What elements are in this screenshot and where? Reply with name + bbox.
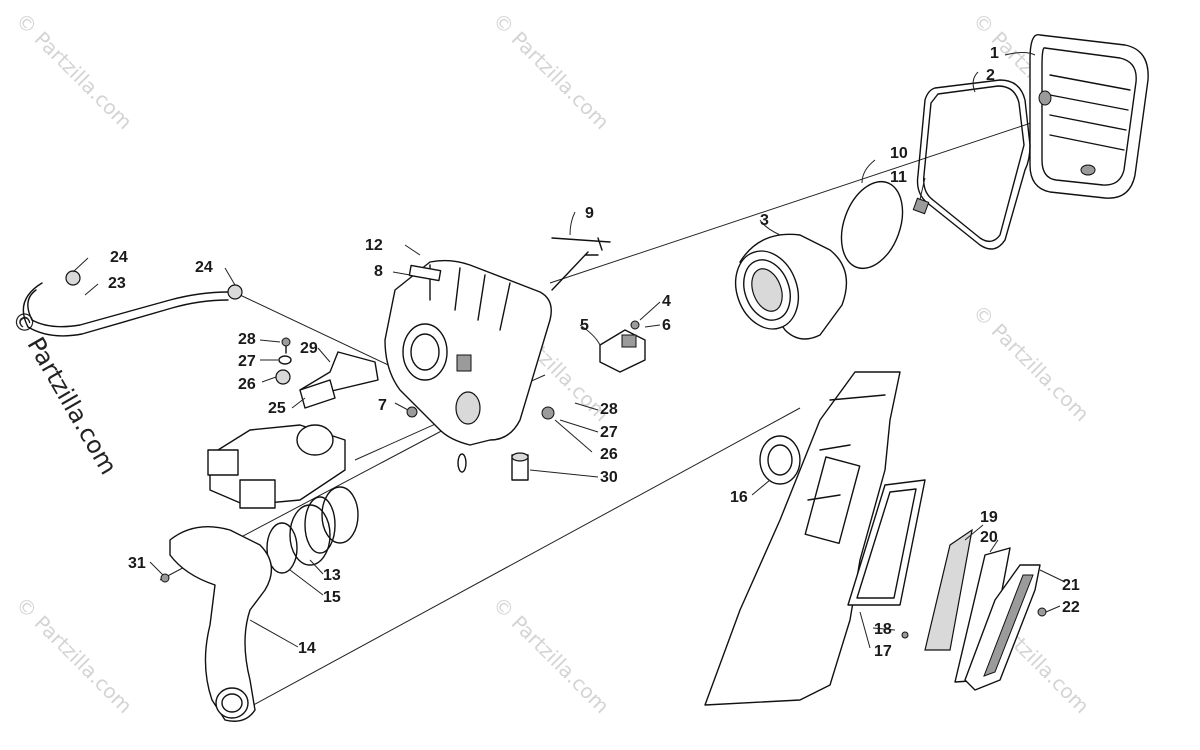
callout-label: 10	[890, 145, 908, 162]
nut-part	[160, 573, 170, 583]
lid-seal-part	[916, 79, 1031, 250]
callout-label: 12	[365, 237, 383, 254]
callout-label: 22	[1062, 599, 1080, 616]
callout-label: 13	[323, 567, 341, 584]
leader-lines	[72, 52, 1066, 649]
callout-label: 28	[600, 401, 618, 418]
callout-label: 20	[980, 529, 998, 546]
intake-boot-part	[207, 424, 346, 509]
callout-label: 26	[238, 376, 256, 393]
callout-label: 28	[238, 331, 256, 348]
callout-label: 26	[600, 446, 618, 463]
airbox-lid-part	[1029, 34, 1149, 199]
nut-part	[406, 406, 418, 418]
callout-label: 14	[298, 640, 316, 657]
callout-label: 3	[760, 212, 769, 229]
callout-label: 4	[662, 293, 671, 310]
sensor-part	[599, 320, 646, 373]
duct-seal-part	[759, 435, 801, 485]
hold-down-rod-part	[551, 237, 611, 291]
airbox-housing-part	[384, 259, 552, 446]
breather-hose-part	[27, 289, 229, 328]
callout-labels: 1 2 3 4 5 6 7 8 9 10 11 12 13 14 15 16 1…	[108, 45, 1080, 660]
callout-label: 24	[195, 259, 213, 276]
clamp-part	[266, 486, 359, 574]
callout-label: 8	[374, 263, 383, 280]
filter-frame-part	[847, 479, 926, 606]
callout-label: 17	[874, 643, 892, 660]
intake-elbow-part	[169, 525, 273, 722]
nut-part	[541, 406, 555, 420]
filter-disk-part	[840, 180, 904, 270]
callout-label: 31	[128, 555, 146, 572]
filter-clip-part	[912, 197, 930, 215]
callout-label: 18	[874, 621, 892, 638]
callout-label: 27	[238, 353, 256, 370]
callout-label: 7	[378, 397, 387, 414]
fastener-stack-part	[275, 337, 292, 385]
callout-label: 19	[980, 509, 998, 526]
callout-label: 1	[990, 45, 999, 62]
callout-label: 11	[890, 169, 907, 186]
axis-line	[234, 407, 801, 716]
callout-label: 6	[662, 317, 671, 334]
grille-part	[964, 564, 1041, 691]
axis-line	[549, 114, 1056, 284]
filter-element-part	[734, 233, 848, 340]
callout-label: 29	[300, 340, 318, 357]
callout-label: 24	[110, 249, 128, 266]
callout-label: 16	[730, 489, 748, 506]
callout-label: 15	[323, 589, 341, 606]
grommet-part	[457, 453, 467, 473]
callout-label: 9	[585, 205, 594, 222]
screen-part	[924, 528, 973, 651]
callout-label: 27	[600, 424, 618, 441]
callout-label: 30	[600, 469, 618, 486]
side-panel-part	[704, 371, 901, 706]
callout-label: 21	[1062, 577, 1080, 594]
callout-label: 25	[268, 400, 286, 417]
strap-part	[299, 379, 336, 409]
callout-label: 2	[986, 67, 995, 84]
callout-label: 23	[108, 275, 126, 292]
callout-label: 5	[580, 317, 589, 334]
